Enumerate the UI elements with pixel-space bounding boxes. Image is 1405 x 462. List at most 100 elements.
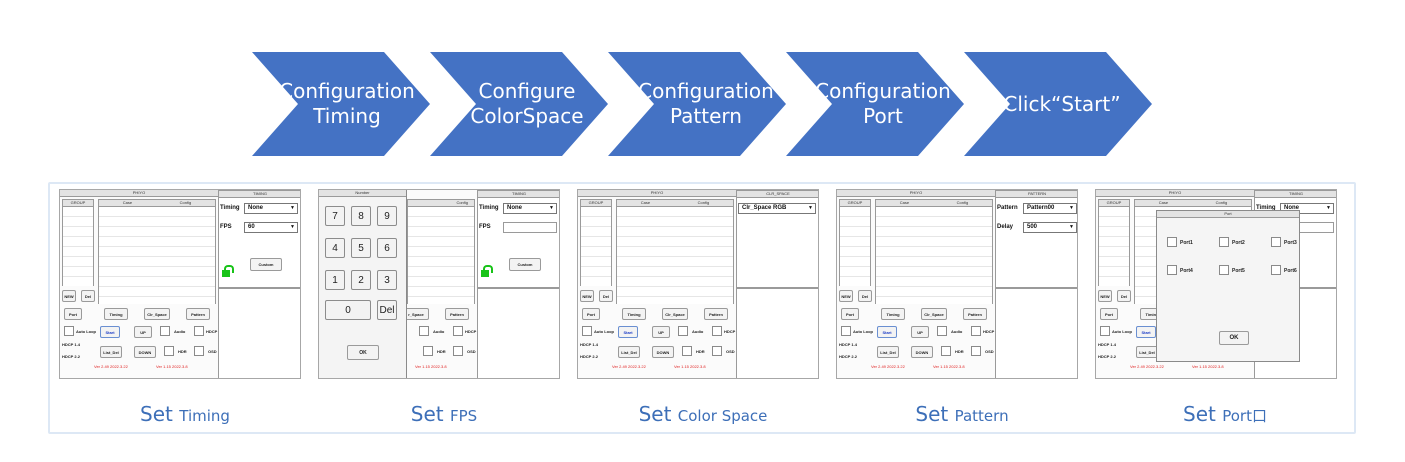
audio-checkbox[interactable] xyxy=(160,326,170,336)
pattern-button[interactable]: Pattern xyxy=(186,308,210,320)
list-del-button-5[interactable]: List_Del xyxy=(1136,346,1158,358)
pattern-select[interactable]: Pattern00 xyxy=(1023,203,1077,214)
hdcp14-radio-4[interactable]: HDCP 1.4 xyxy=(839,342,857,347)
start-button-3[interactable]: Start xyxy=(618,326,638,338)
auto-loop-checkbox[interactable] xyxy=(64,326,74,336)
auto-loop-checkbox-5[interactable] xyxy=(1100,326,1110,336)
custom-button-2[interactable]: Custom xyxy=(509,258,541,271)
pattern-button-4[interactable]: Pattern xyxy=(963,308,987,320)
hdr-checkbox[interactable] xyxy=(164,346,174,356)
hdcp22-radio-3[interactable]: HDCP 2.2 xyxy=(580,354,598,359)
audio-checkbox-2[interactable] xyxy=(419,326,429,336)
hdr-checkbox-3[interactable] xyxy=(682,346,692,356)
up-button[interactable]: UP xyxy=(134,326,152,338)
port-button-5[interactable]: Port xyxy=(1100,308,1118,320)
up-button-3[interactable]: UP xyxy=(652,326,670,338)
hdcp-checkbox-2[interactable] xyxy=(453,326,463,336)
hdcp22-radio-4[interactable]: HDCP 2.2 xyxy=(839,354,857,359)
osd-checkbox-4[interactable] xyxy=(971,346,981,356)
hdr-checkbox-2[interactable] xyxy=(423,346,433,356)
hdcp14-radio[interactable]: HDCP 1.4 xyxy=(62,342,80,347)
key-1[interactable]: 1 xyxy=(325,270,345,290)
hdcp-checkbox-4[interactable] xyxy=(971,326,981,336)
key-del[interactable]: Del xyxy=(377,300,397,320)
delay-input[interactable]: 500 xyxy=(1023,222,1077,233)
osd-checkbox[interactable] xyxy=(194,346,204,356)
del-button-3[interactable]: Del xyxy=(599,290,613,302)
pattern-button-3[interactable]: Pattern xyxy=(704,308,728,320)
down-button[interactable]: DOWN xyxy=(134,346,156,358)
case-table-3[interactable]: Case Config xyxy=(616,199,734,304)
port-ok-button[interactable]: OK xyxy=(1219,331,1249,345)
hdcp-checkbox-3[interactable] xyxy=(712,326,722,336)
key-0[interactable]: 0 xyxy=(325,300,371,320)
fps-input[interactable]: 60 xyxy=(244,222,298,233)
port5-checkbox[interactable] xyxy=(1219,265,1229,275)
port-button-3[interactable]: Port xyxy=(582,308,600,320)
start-button[interactable]: Start xyxy=(100,326,120,338)
key-8[interactable]: 8 xyxy=(351,206,371,226)
group-list[interactable]: GROUP xyxy=(62,199,94,286)
port-button-4[interactable]: Port xyxy=(841,308,859,320)
list-del-button[interactable]: List_Del xyxy=(100,346,122,358)
timing-select-2[interactable]: None xyxy=(503,203,557,214)
audio-checkbox-4[interactable] xyxy=(937,326,947,336)
auto-loop-checkbox-4[interactable] xyxy=(841,326,851,336)
new-button-3[interactable]: NEW xyxy=(580,290,594,302)
port-button[interactable]: Port xyxy=(64,308,82,320)
list-del-button-4[interactable]: List_Del xyxy=(877,346,899,358)
hdr-checkbox-4[interactable] xyxy=(941,346,951,356)
key-5[interactable]: 5 xyxy=(351,238,371,258)
case-table-2[interactable]: Config xyxy=(407,199,475,304)
osd-checkbox-3[interactable] xyxy=(712,346,722,356)
clr-space-select[interactable]: Clr_Space RGB xyxy=(738,203,816,214)
key-9[interactable]: 9 xyxy=(377,206,397,226)
port1-checkbox[interactable] xyxy=(1167,237,1177,247)
start-button-4[interactable]: Start xyxy=(877,326,897,338)
down-button-4[interactable]: DOWN xyxy=(911,346,933,358)
list-del-button-3[interactable]: List_Del xyxy=(618,346,640,358)
hdcp14-radio-5[interactable]: HDCP 1.4 xyxy=(1098,342,1116,347)
case-table[interactable]: Case Config xyxy=(98,199,216,304)
hdcp22-radio[interactable]: HDCP 2.2 xyxy=(62,354,80,359)
new-button-4[interactable]: NEW xyxy=(839,290,853,302)
start-button-5[interactable]: Start xyxy=(1136,326,1156,338)
auto-loop-checkbox-3[interactable] xyxy=(582,326,592,336)
timing-select[interactable]: None xyxy=(244,203,298,214)
keypad-ok-button[interactable]: OK xyxy=(347,345,379,360)
del-button-5[interactable]: Del xyxy=(1117,290,1131,302)
clr-space-button-3[interactable]: Clr_Space xyxy=(662,308,688,320)
clr-space-button[interactable]: Clr_Space xyxy=(144,308,170,320)
timing-button-3[interactable]: Timing xyxy=(622,308,646,320)
key-2[interactable]: 2 xyxy=(351,270,371,290)
timing-button-4[interactable]: Timing xyxy=(881,308,905,320)
hdcp22-radio-5[interactable]: HDCP 2.2 xyxy=(1098,354,1116,359)
hdcp14-radio-3[interactable]: HDCP 1.4 xyxy=(580,342,598,347)
port3-checkbox[interactable] xyxy=(1271,237,1281,247)
unlock-icon[interactable] xyxy=(222,265,234,277)
new-button-5[interactable]: NEW xyxy=(1098,290,1112,302)
audio-checkbox-3[interactable] xyxy=(678,326,688,336)
port4-checkbox[interactable] xyxy=(1167,265,1177,275)
osd-checkbox-2[interactable] xyxy=(453,346,463,356)
down-button-3[interactable]: DOWN xyxy=(652,346,674,358)
clr-space-button-4[interactable]: Clr_Space xyxy=(921,308,947,320)
port2-checkbox[interactable] xyxy=(1219,237,1229,247)
key-7[interactable]: 7 xyxy=(325,206,345,226)
key-3[interactable]: 3 xyxy=(377,270,397,290)
custom-button[interactable]: Custom xyxy=(250,258,282,271)
unlock-icon-2[interactable] xyxy=(481,265,493,277)
key-4[interactable]: 4 xyxy=(325,238,345,258)
group-list-5[interactable]: GROUP xyxy=(1098,199,1130,286)
group-list-4[interactable]: GROUP xyxy=(839,199,871,286)
del-button[interactable]: Del xyxy=(81,290,95,302)
fps-input-2[interactable] xyxy=(503,222,557,233)
group-list-3[interactable]: GROUP xyxy=(580,199,612,286)
del-button-4[interactable]: Del xyxy=(858,290,872,302)
port6-checkbox[interactable] xyxy=(1271,265,1281,275)
timing-select-5[interactable]: None xyxy=(1280,203,1334,214)
case-table-4[interactable]: Case Config xyxy=(875,199,993,304)
timing-button[interactable]: Timing xyxy=(104,308,128,320)
key-6[interactable]: 6 xyxy=(377,238,397,258)
pattern-button-2[interactable]: Pattern xyxy=(445,308,469,320)
